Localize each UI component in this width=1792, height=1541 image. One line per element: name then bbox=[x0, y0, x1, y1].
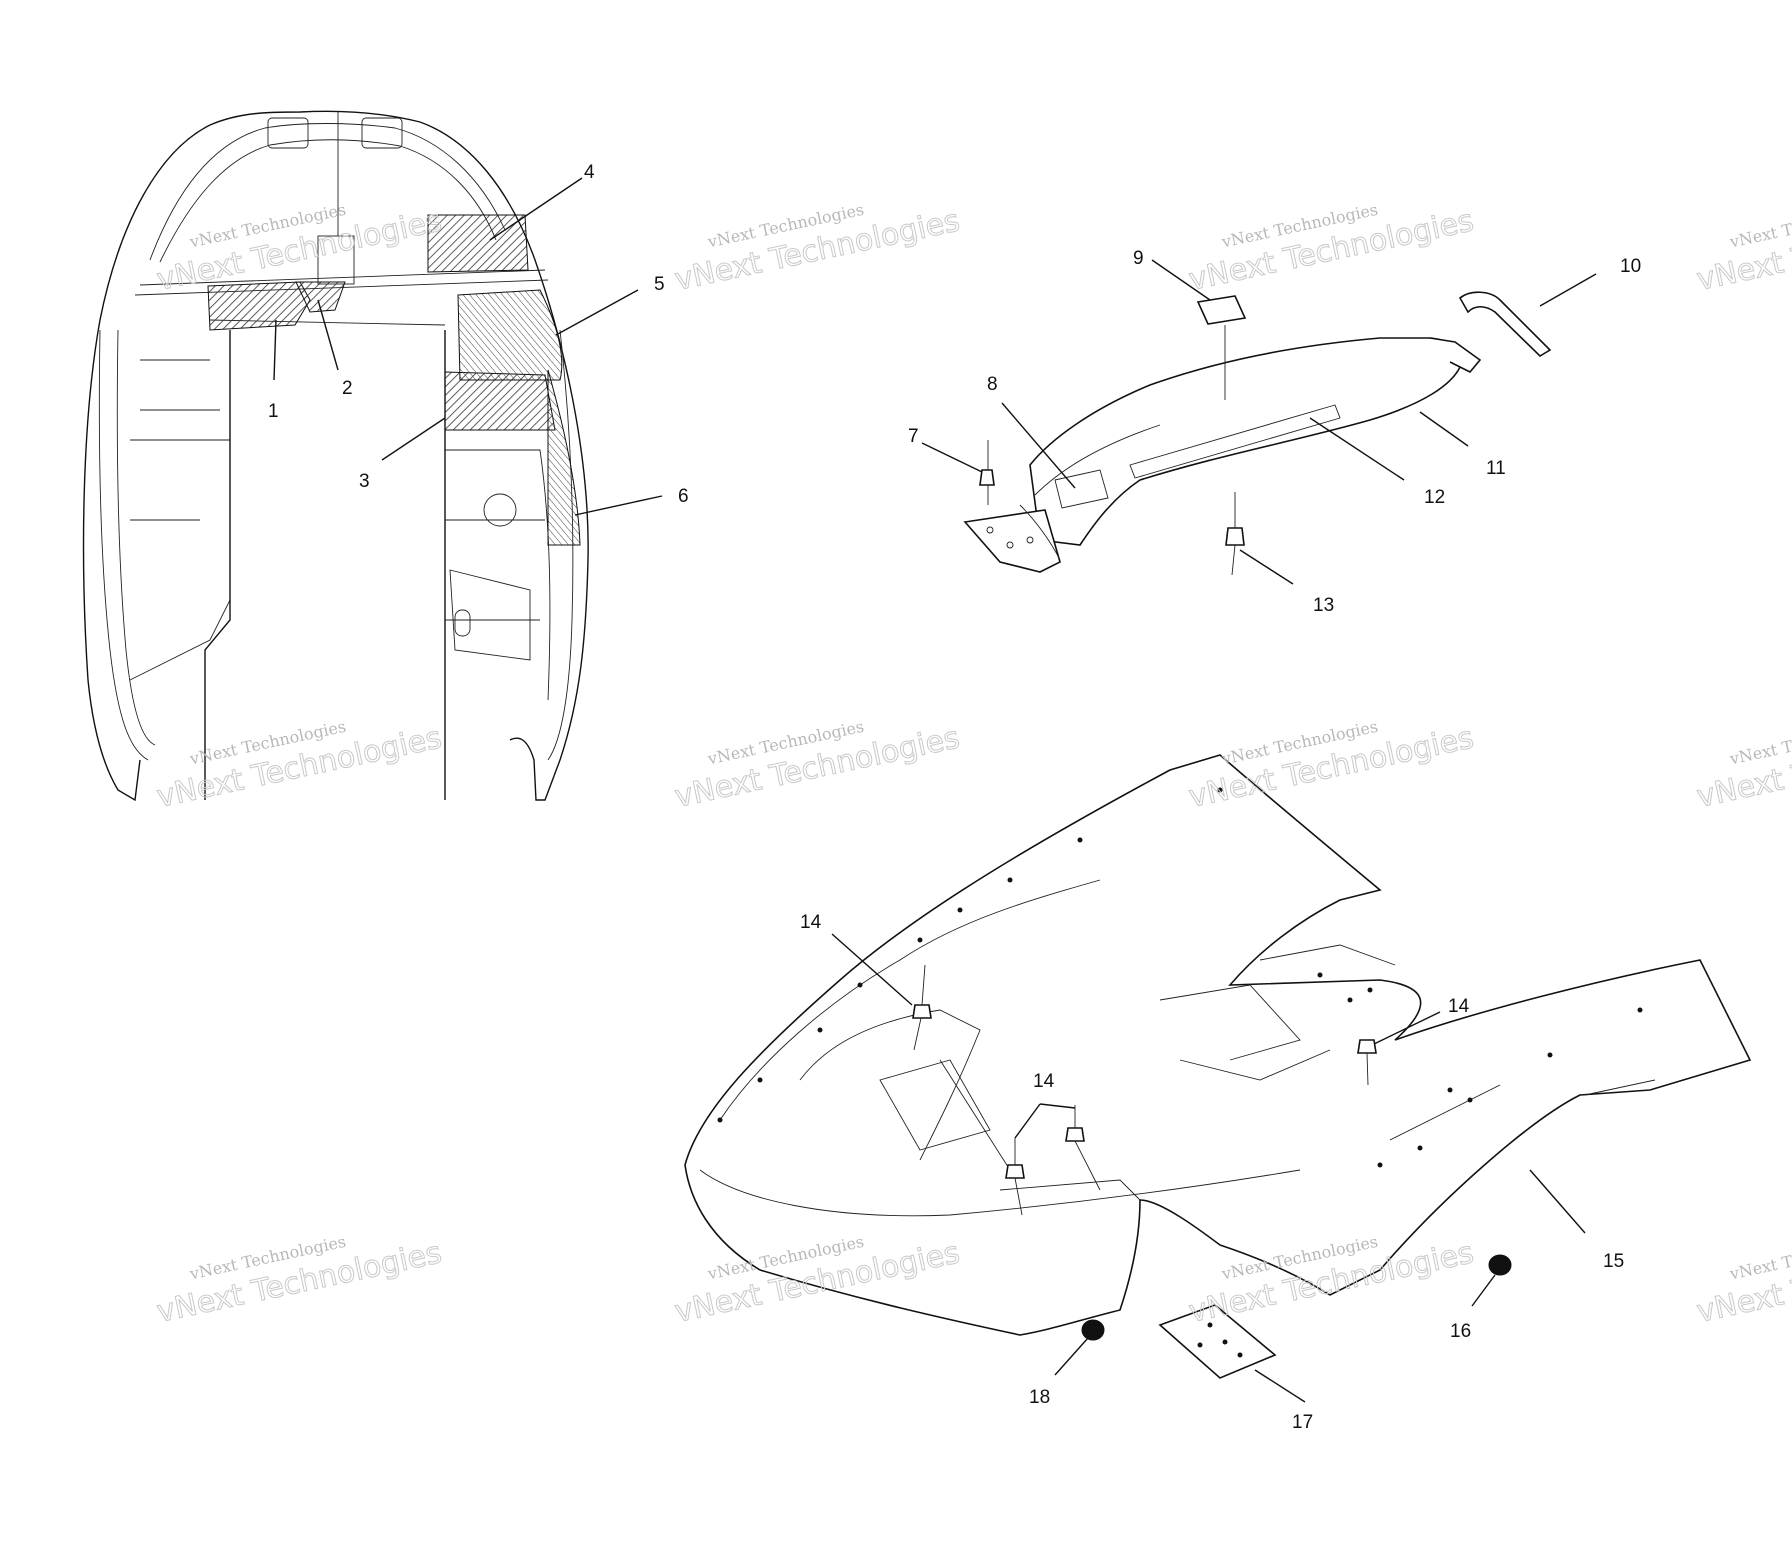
fastener-14-a bbox=[912, 964, 932, 1051]
plate-17 bbox=[1158, 1304, 1277, 1379]
belly-pan-drawing bbox=[684, 754, 1752, 1379]
callout-15: 15 bbox=[1603, 1251, 1624, 1272]
headlight-cover-drawing bbox=[963, 291, 1552, 576]
fastener-14-d bbox=[1065, 1105, 1101, 1191]
callout-5: 5 bbox=[654, 274, 665, 295]
decal-strip-12 bbox=[1129, 404, 1341, 479]
callout-12: 12 bbox=[1424, 487, 1445, 508]
plug-18 bbox=[1081, 1319, 1105, 1341]
callout-17: 17 bbox=[1292, 1412, 1313, 1433]
decal-1 bbox=[207, 281, 311, 331]
callout-labels: 1 2 3 4 5 6 7 8 9 10 11 12 13 14 14 14 1… bbox=[268, 162, 1641, 1433]
callout-1: 1 bbox=[268, 401, 279, 422]
decal-3 bbox=[444, 371, 556, 431]
watermark-big: vNext Technologies bbox=[1694, 1235, 1792, 1330]
decal-8 bbox=[1054, 469, 1109, 509]
callout-9: 9 bbox=[1133, 248, 1144, 269]
fastener-14-b bbox=[1357, 1039, 1377, 1086]
watermark-big: vNext Technologies bbox=[1694, 203, 1792, 298]
decal-2 bbox=[295, 281, 346, 313]
callout-11: 11 bbox=[1486, 458, 1506, 479]
decal-6 bbox=[547, 369, 581, 546]
callout-10: 10 bbox=[1620, 256, 1641, 277]
callout-14-a: 14 bbox=[800, 912, 822, 933]
leader-lines bbox=[273, 177, 1597, 1403]
callout-14-c: 14 bbox=[1033, 1071, 1055, 1092]
callout-16: 16 bbox=[1450, 1321, 1471, 1342]
watermark-big: vNext Technologies bbox=[1694, 720, 1792, 815]
callout-3: 3 bbox=[359, 471, 370, 492]
callout-13: 13 bbox=[1313, 595, 1334, 616]
decal-5 bbox=[457, 289, 563, 381]
callout-18: 18 bbox=[1029, 1387, 1050, 1408]
plug-16 bbox=[1488, 1254, 1512, 1276]
callout-4: 4 bbox=[584, 162, 595, 183]
callout-7: 7 bbox=[908, 426, 919, 447]
fastener-14-c bbox=[1005, 1138, 1025, 1216]
callout-8: 8 bbox=[987, 374, 998, 395]
callout-6: 6 bbox=[678, 486, 689, 507]
callout-2: 2 bbox=[342, 378, 353, 399]
hood-drawing bbox=[82, 110, 589, 802]
decal-4 bbox=[427, 214, 529, 273]
callout-14-b: 14 bbox=[1448, 996, 1470, 1017]
